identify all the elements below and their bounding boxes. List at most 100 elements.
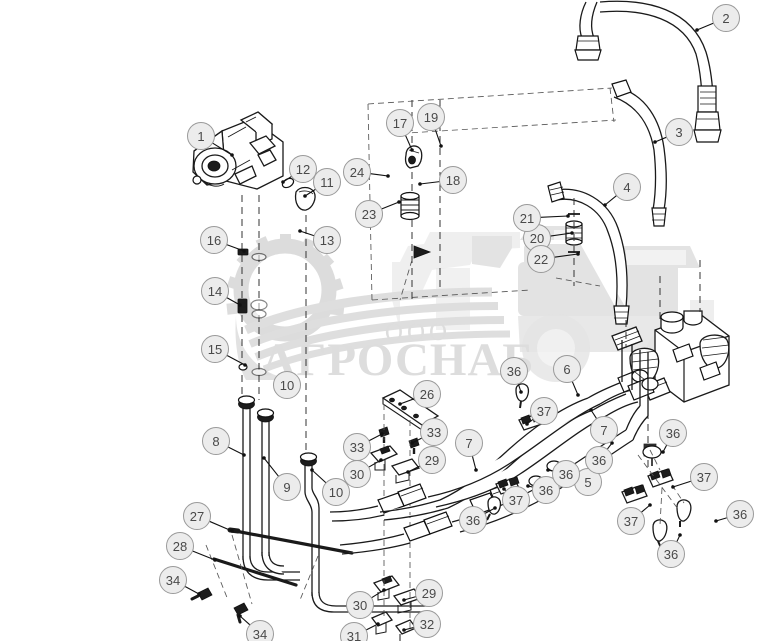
callout-22[interactable]: 22 — [527, 245, 555, 273]
callout-14[interactable]: 14 — [201, 277, 229, 305]
callout-36[interactable]: 36 — [459, 506, 487, 534]
leader-line — [407, 465, 421, 473]
hose-6-left-stub — [379, 499, 449, 521]
leader-endpoint — [418, 182, 422, 186]
callout-7[interactable]: 7 — [590, 416, 618, 444]
callout-16[interactable]: 16 — [200, 226, 228, 254]
callout-18[interactable]: 18 — [439, 166, 467, 194]
callout-36[interactable]: 36 — [532, 476, 560, 504]
callout-36[interactable]: 36 — [585, 446, 613, 474]
leader-endpoint — [648, 503, 652, 507]
leader-endpoint — [380, 432, 384, 436]
callout-31[interactable]: 31 — [340, 622, 368, 641]
callout-7[interactable]: 7 — [455, 429, 483, 457]
callout-37[interactable]: 37 — [617, 507, 645, 535]
leader-endpoint — [570, 231, 574, 235]
callout-36[interactable]: 36 — [552, 460, 580, 488]
callout-number: 8 — [212, 434, 219, 449]
callout-1[interactable]: 1 — [187, 122, 215, 150]
leader-line — [654, 136, 667, 143]
part-29-clamp — [390, 458, 421, 484]
callout-circle — [201, 335, 229, 363]
callout-15[interactable]: 15 — [201, 335, 229, 363]
callout-12[interactable]: 12 — [289, 155, 317, 183]
callout-36[interactable]: 36 — [726, 500, 754, 528]
leader-line — [640, 504, 651, 513]
callout-3[interactable]: 3 — [665, 118, 693, 146]
callout-number: 11 — [320, 175, 334, 190]
callout-circle — [159, 566, 187, 594]
callout-number: 1 — [197, 129, 204, 144]
callout-2[interactable]: 2 — [712, 4, 740, 32]
leader-endpoint — [303, 194, 307, 198]
leader-endpoint — [262, 456, 266, 460]
callout-6[interactable]: 6 — [553, 355, 581, 383]
leader-line — [604, 195, 617, 206]
callout-29[interactable]: 29 — [415, 579, 443, 607]
leader-line — [554, 253, 579, 258]
callout-26[interactable]: 26 — [413, 380, 441, 408]
hose-2-branch — [574, 1, 602, 61]
leader-line — [226, 244, 245, 252]
leader-line — [227, 446, 245, 456]
callout-number: 10 — [280, 378, 294, 393]
callout-circle — [415, 579, 443, 607]
callout-24[interactable]: 24 — [343, 158, 371, 186]
leader-endpoint — [298, 229, 302, 233]
callout-36[interactable]: 36 — [657, 540, 685, 568]
callout-34[interactable]: 34 — [246, 620, 274, 641]
callout-circle — [201, 277, 229, 305]
leader-line — [471, 455, 477, 471]
callout-30[interactable]: 30 — [343, 460, 371, 488]
callout-19[interactable]: 19 — [417, 103, 445, 131]
callout-17[interactable]: 17 — [386, 109, 414, 137]
callout-21[interactable]: 21 — [513, 204, 541, 232]
callout-number: 10 — [329, 485, 343, 500]
callout-33[interactable]: 33 — [343, 433, 371, 461]
callout-27[interactable]: 27 — [183, 502, 211, 530]
callout-10[interactable]: 10 — [273, 371, 301, 399]
callout-8[interactable]: 8 — [202, 427, 230, 455]
callout-36[interactable]: 36 — [659, 419, 687, 447]
leader-line — [184, 585, 200, 595]
callout-29[interactable]: 29 — [418, 446, 446, 474]
callout-number: 30 — [350, 467, 364, 482]
callout-33[interactable]: 33 — [420, 418, 448, 446]
callout-30[interactable]: 30 — [346, 591, 374, 619]
leader-endpoint — [502, 487, 506, 491]
callout-circle — [590, 416, 618, 444]
callout-circle — [289, 155, 317, 183]
callout-number: 5 — [584, 475, 591, 490]
callout-number: 18 — [446, 173, 460, 188]
callout-number: 36 — [539, 483, 553, 498]
part-30-clamp-2 — [372, 575, 401, 601]
leader-endpoint — [525, 422, 529, 426]
callout-number: 12 — [296, 162, 310, 177]
callout-37[interactable]: 37 — [690, 463, 718, 491]
callout-9[interactable]: 9 — [273, 473, 301, 501]
callout-10[interactable]: 10 — [322, 478, 350, 506]
callout-circle — [246, 620, 274, 641]
callout-11[interactable]: 11 — [313, 168, 341, 196]
callout-28[interactable]: 28 — [166, 532, 194, 560]
leader-endpoint — [546, 468, 550, 472]
callout-number: 26 — [420, 387, 434, 402]
callout-23[interactable]: 23 — [355, 200, 383, 228]
leader-endpoint — [397, 200, 401, 204]
callout-32[interactable]: 32 — [413, 610, 441, 638]
leader-line — [192, 550, 216, 561]
leader-endpoint — [402, 598, 406, 602]
callout-34[interactable]: 34 — [159, 566, 187, 594]
leader-line — [368, 459, 382, 468]
hose-2 — [599, 0, 722, 143]
callout-number: 22 — [534, 252, 548, 267]
callout-36[interactable]: 36 — [500, 357, 528, 385]
callout-13[interactable]: 13 — [313, 226, 341, 254]
callout-4[interactable]: 4 — [613, 173, 641, 201]
leader-line — [411, 437, 423, 444]
leader-endpoint — [242, 249, 246, 253]
callout-number: 33 — [427, 425, 441, 440]
gear-and-field-logo — [226, 234, 511, 380]
callout-37[interactable]: 37 — [502, 486, 530, 514]
callout-37[interactable]: 37 — [530, 397, 558, 425]
